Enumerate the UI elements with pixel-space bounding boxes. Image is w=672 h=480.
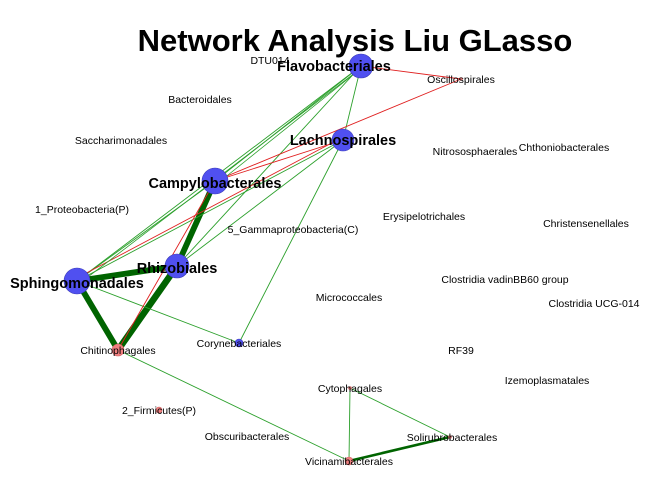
node-label-lachnospirales: Lachnospirales [290,133,396,149]
node-corynebacteriales[interactable] [234,338,244,348]
node-label-oscillospirales: Oscillospirales [427,74,495,86]
node-label-obscuribacterales: Obscuribacterales [205,431,290,443]
node-label-solirubrobacterales: Solirubrobacterales [407,432,497,444]
node-label-chitinophagales: Chitinophagales [80,345,155,357]
node-cytophagales[interactable] [348,386,352,390]
node-label-gammaproteobacteria: 5_Gammaproteobacteria(C) [228,224,359,236]
node-label-nitrososphaerales: Nitrososphaerales [433,146,518,158]
node-lachnospirales[interactable] [331,128,355,152]
edge-lachnospirales-campylobacterales-negative [214,139,344,182]
edge-lachnospirales-sphingomonadales-negative [76,136,344,279]
node-sphingomonadales[interactable] [63,267,91,295]
node-label-clostridia_ucg: Clostridia UCG-014 [548,298,639,310]
node-label-izemoplasmatales: Izemoplasmatales [505,375,590,387]
node-layer [63,53,463,466]
node-label-sphingomonadales: Sphingomonadales [10,276,144,292]
node-flavobacteriales[interactable] [348,53,374,79]
node-rhizobiales[interactable] [164,253,190,279]
edge-sphingomonadales-corynebacteriales-positive [76,280,240,344]
node-solirubrobacterales[interactable] [448,435,452,439]
node-chitinophagales[interactable] [111,343,125,357]
edge-cytophagales-vicinamibacterales-positive [348,387,351,462]
node-label-vicinamibacterales: Vicinamibacterales [305,456,393,468]
node-vicinamibacterales[interactable] [344,456,354,466]
label-layer: FlavobacterialesLachnospiralesCampylobac… [10,55,640,468]
edge-flavobacteriales-rhizobiales-positive [176,65,362,267]
node-label-rhizobiales: Rhizobiales [137,261,218,277]
node-label-erysipelotrichales: Erysipelotrichales [383,211,465,223]
node-label-dtu014: DTU014 [250,55,289,67]
edge-flavobacteriales-oscillospirales-negative [360,65,462,80]
node-label-clostridia_vadin: Clostridia vadinBB60 group [441,274,568,286]
edge-sphingomonadales-chitinophagales-positive [74,278,121,353]
edge-flavobacteriales-lachnospirales-positive [342,65,362,141]
node-label-firmicutes: 2_Firmicutes(P) [122,405,196,417]
edge-lachnospirales-rhizobiales-positive [176,139,344,267]
edge-campylobacterales-rhizobiales-positive [174,178,218,269]
edge-chitinophagales-vicinamibacterales-positive [117,349,350,462]
node-label-campylobacterales: Campylobacterales [149,176,282,192]
node-label-proteobacteria: 1_Proteobacteria(P) [35,204,129,216]
edge-layer [74,65,462,463]
node-label-cytophagales: Cytophagales [318,383,382,395]
node-label-micrococcales: Micrococcales [316,292,383,304]
node-label-saccharimonadales: Saccharimonadales [75,135,167,147]
edge-flavobacteriales-campylobacterales-positive [214,65,362,182]
node-label-bacteroidales: Bacteroidales [168,94,232,106]
node-campylobacterales[interactable] [201,167,229,195]
node-label-chthoniobacterales: Chthoniobacterales [519,142,609,154]
edge-flavobacteriales-campylobacterales-parallel [217,65,365,184]
node-label-corynebacteriales: Corynebacteriales [197,338,282,350]
edge-cytophagales-solirubrobacterales-positive [349,387,451,438]
node-label-rf39: RF39 [448,345,474,357]
edge-lachnospirales-corynebacteriales-positive [238,139,344,344]
page-title: Network Analysis Liu GLasso [138,23,573,58]
node-label-christensenellales: Christensenellales [543,218,629,230]
node-firmicutes[interactable] [155,406,163,414]
node-oscillospirales[interactable] [459,77,463,81]
edge-vicinamibacterales-solirubrobacterales-positive [347,435,452,463]
edge-lachnospirales-sphingomonadales-positive [76,139,344,282]
node-label-flavobacteriales: Flavobacteriales [277,59,391,75]
edge-sphingomonadales-rhizobiales-positive [74,263,180,284]
